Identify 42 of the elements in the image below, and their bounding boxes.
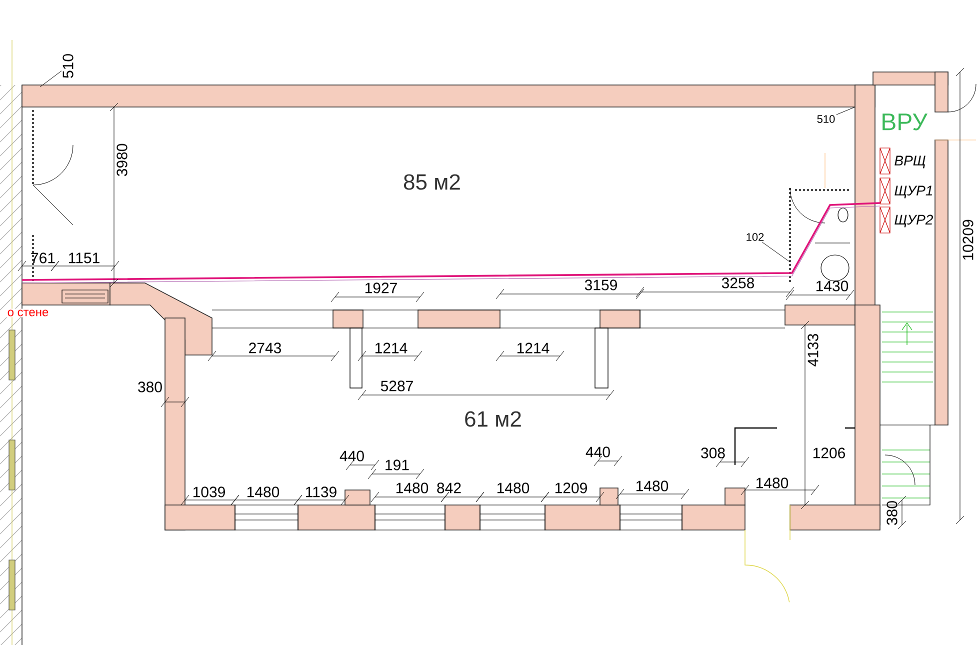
- dimension-label: 1209: [555, 482, 587, 494]
- dimension-label: 1927: [365, 282, 397, 294]
- dimension-label: 1480: [247, 486, 280, 498]
- dimension-label: 191: [386, 460, 409, 470]
- leader-line: [40, 70, 62, 88]
- dimension-label: 10209: [962, 220, 974, 260]
- dimension-label: 102: [746, 233, 764, 241]
- panel-label: ЩУР2: [894, 214, 933, 228]
- dimension-label: 1430: [816, 280, 848, 292]
- dimension-label: 440: [586, 446, 610, 458]
- dimension-label: 308: [701, 448, 725, 458]
- leader-line: [836, 106, 856, 115]
- dimension-label: 1214: [375, 342, 408, 354]
- room-area-label: 85 м2: [404, 174, 460, 190]
- dimension-label: 440: [340, 450, 364, 462]
- panel-label: ВРЩ: [894, 156, 926, 168]
- dimension-label: 1214: [517, 342, 550, 354]
- dimension-label: 5287: [380, 380, 413, 392]
- panel-label: ЩУР1: [894, 186, 932, 198]
- dimension-label: 1151: [69, 252, 100, 264]
- dimension-label: 1139: [306, 486, 336, 498]
- dimension-label: 4133: [808, 334, 818, 366]
- dimension-label: 380: [886, 501, 898, 525]
- dimension-label: 3980: [116, 144, 128, 176]
- dimension-label: 3258: [722, 278, 754, 288]
- dimension-label: 1480: [497, 482, 530, 494]
- dimension-label: 380: [138, 382, 162, 392]
- dimension-label: 761: [31, 252, 55, 264]
- dimension-label: 1039: [193, 486, 225, 498]
- dimension-label: 510: [817, 115, 835, 123]
- dimension-label: 1480: [636, 480, 668, 492]
- room-area-label: 61 м2: [465, 411, 521, 427]
- dimension-label: 510: [62, 54, 74, 78]
- room-label: ВРУ: [882, 114, 928, 130]
- dimension-label: 1206: [813, 448, 846, 458]
- leader-line: [762, 242, 790, 262]
- dimension-label: 842: [437, 482, 461, 494]
- dimension-label: 1480: [756, 478, 788, 488]
- note-text: о стене: [6, 308, 50, 318]
- dimension-label: 3159: [584, 280, 617, 290]
- dimension-label: 1480: [396, 482, 428, 494]
- dimension-label: 2743: [249, 342, 282, 354]
